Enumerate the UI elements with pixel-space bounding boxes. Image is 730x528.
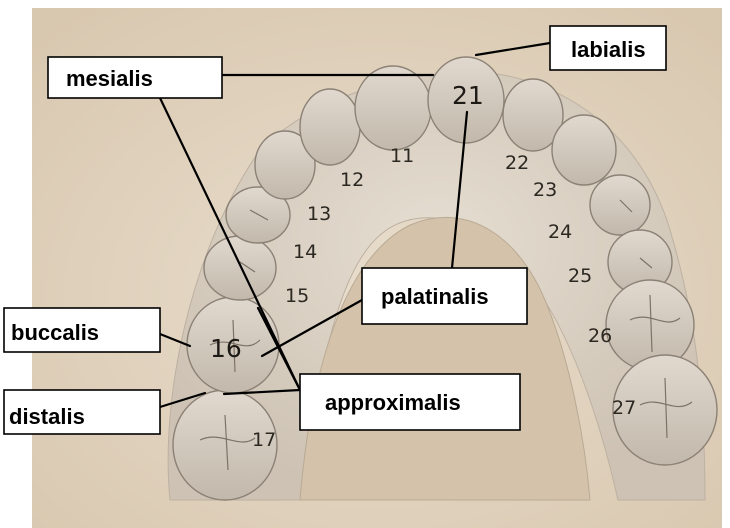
svg-text:buccalis: buccalis — [11, 320, 99, 345]
label-buccalis: buccalis — [4, 308, 160, 352]
tooth-12 — [300, 89, 360, 165]
label-approximalis: approximalis — [300, 374, 520, 430]
tooth-number-25: 25 — [568, 265, 592, 287]
svg-text:labialis: labialis — [571, 37, 646, 62]
tooth-number-21: 21 — [452, 81, 484, 110]
tooth-number-15: 15 — [285, 285, 309, 307]
tooth-number-13: 13 — [307, 203, 331, 225]
svg-text:mesialis: mesialis — [66, 66, 153, 91]
tooth-number-14: 14 — [293, 241, 317, 263]
svg-text:distalis: distalis — [9, 404, 85, 429]
tooth-number-23: 23 — [533, 179, 557, 201]
svg-text:palatinalis: palatinalis — [381, 284, 489, 309]
tooth-number-17: 17 — [252, 429, 276, 451]
tooth-number-27: 27 — [612, 397, 636, 419]
tooth-number-24: 24 — [548, 221, 572, 243]
label-palatinalis: palatinalis — [362, 268, 527, 324]
label-mesialis: mesialis — [48, 57, 222, 98]
svg-text:approximalis: approximalis — [325, 390, 461, 415]
tooth-24 — [590, 175, 650, 235]
tooth-number-12: 12 — [340, 169, 364, 191]
label-distalis: distalis — [4, 390, 160, 434]
tooth-number-11: 11 — [390, 145, 414, 167]
tooth-number-22: 22 — [505, 152, 529, 174]
tooth-number-26: 26 — [588, 325, 612, 347]
label-labialis: labialis — [550, 26, 666, 70]
tooth-15 — [204, 236, 276, 300]
tooth-23 — [552, 115, 616, 185]
tooth-11 — [355, 66, 431, 150]
tooth-number-16: 16 — [210, 334, 242, 363]
